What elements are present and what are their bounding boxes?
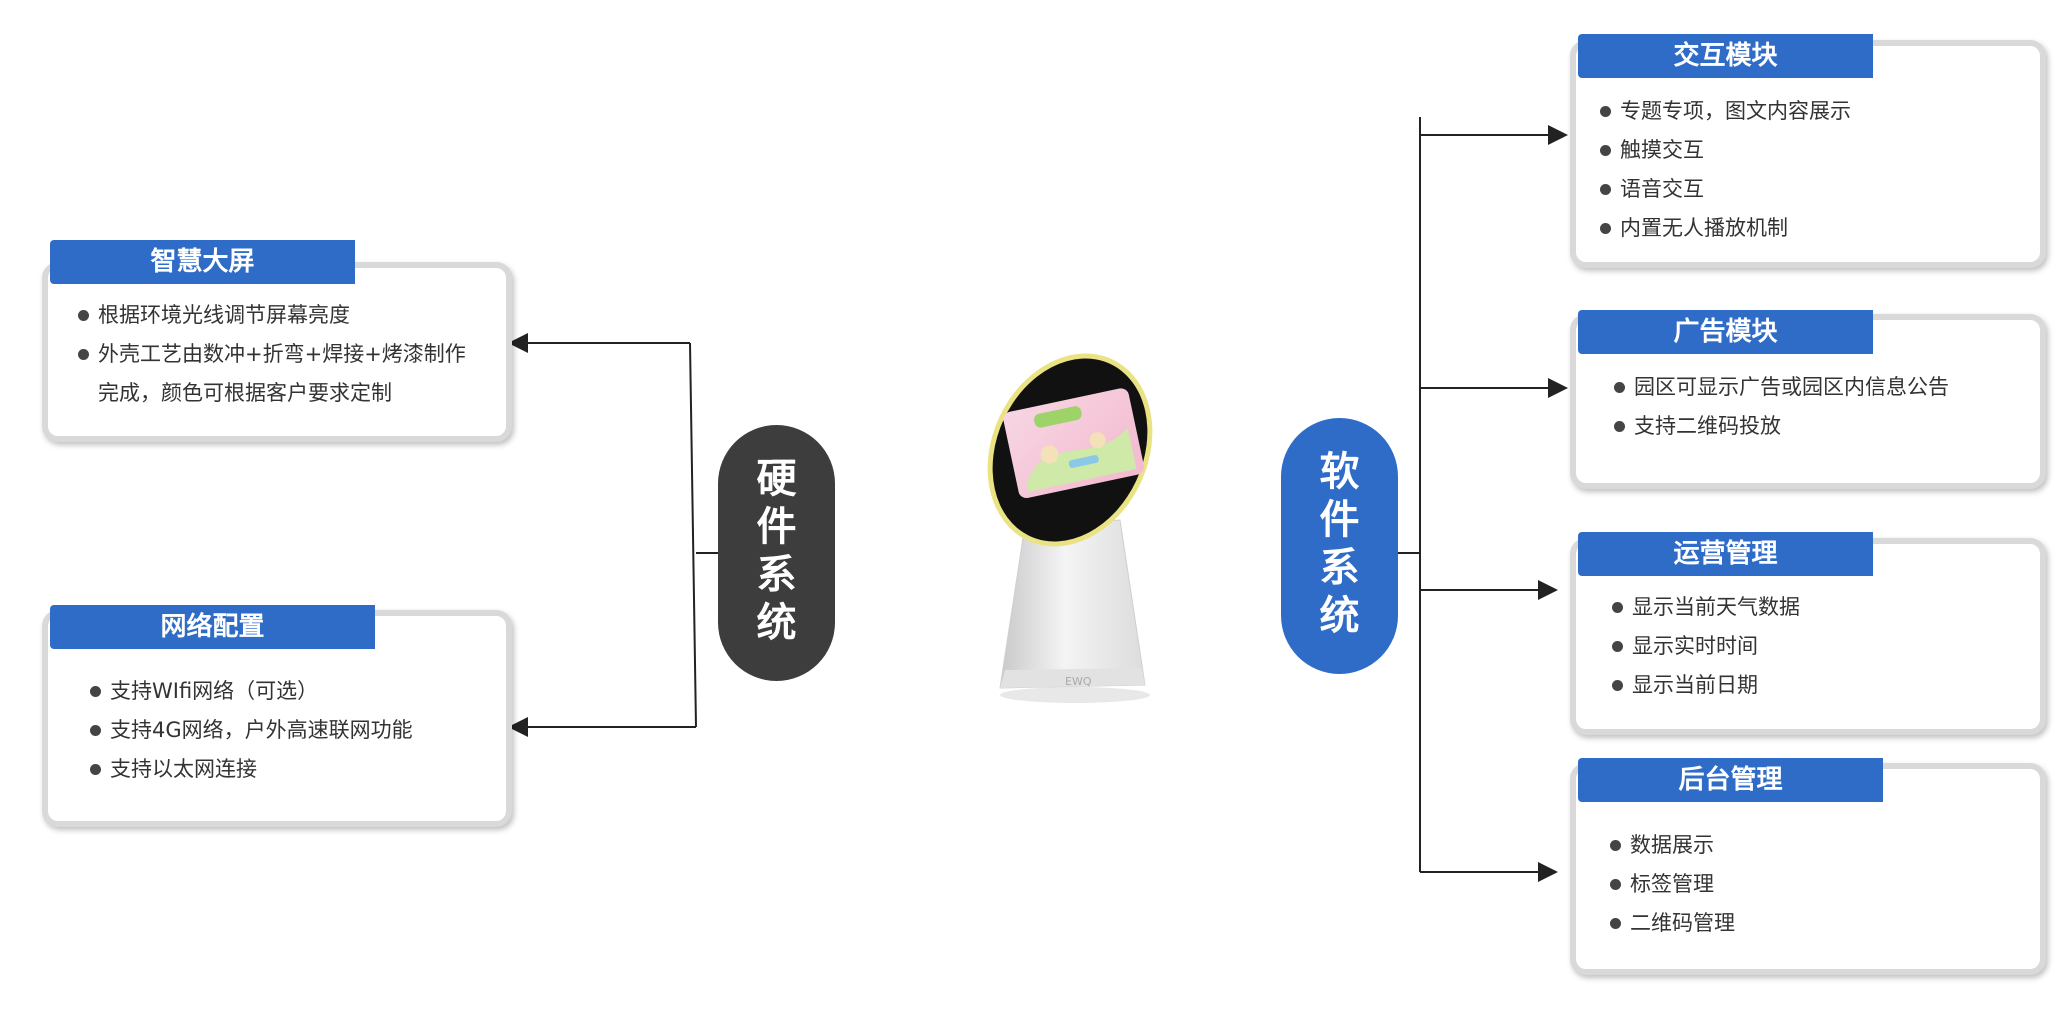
pill-char: 系 — [1319, 545, 1360, 591]
software-connectors — [1372, 117, 1568, 882]
module-title-network: 网络配置 — [50, 605, 375, 649]
list-item: 显示当前日期 — [1612, 666, 1800, 705]
device-brand: EWQ — [1065, 675, 1092, 688]
kiosk-device-image: EWQ — [987, 353, 1153, 703]
module-items-interaction: 专题专项，图文内容展示 触摸交互 语音交互 内置无人播放机制 — [1600, 92, 1851, 248]
list-item-continuation: 完成，颜色可根据客户要求定制 — [98, 381, 392, 405]
pill-char: 统 — [1319, 593, 1360, 639]
list-item: 支持以太网连接 — [90, 750, 413, 789]
module-items-advertising: 园区可显示广告或园区内信息公告 支持二维码投放 — [1614, 368, 1949, 446]
module-items-backend: 数据展示 标签管理 二维码管理 — [1610, 826, 1735, 943]
list-item: 数据展示 — [1610, 826, 1735, 865]
pill-char: 件 — [756, 504, 797, 550]
list-item: 二维码管理 — [1610, 904, 1735, 943]
list-item: 语音交互 — [1600, 170, 1851, 209]
list-item: 专题专项，图文内容展示 — [1600, 92, 1851, 131]
list-item: 支持WIfi网络（可选） — [90, 672, 413, 711]
pill-char: 软 — [1319, 449, 1360, 495]
list-item: 支持4G网络，户外高速联网功能 — [90, 711, 413, 750]
module-title-advertising: 广告模块 — [1578, 310, 1873, 354]
hardware-connectors — [508, 333, 745, 737]
list-item: 园区可显示广告或园区内信息公告 — [1614, 368, 1949, 407]
module-items-smart-screen: 根据环境光线调节屏幕亮度 外壳工艺由数冲+折弯+焊接+烤漆制作 完成，颜色可根据… — [78, 296, 466, 413]
list-item: 标签管理 — [1610, 865, 1735, 904]
module-card-smart-screen — [42, 262, 512, 442]
software-system-pill: 软 件 系 统 — [1281, 418, 1398, 674]
hardware-system-pill: 硬 件 系 统 — [718, 425, 835, 681]
list-item: 显示当前天气数据 — [1612, 588, 1800, 627]
module-title-smart-screen: 智慧大屏 — [50, 240, 355, 284]
list-item: 触摸交互 — [1600, 131, 1851, 170]
pill-char: 系 — [756, 552, 797, 598]
module-title-backend: 后台管理 — [1578, 758, 1883, 802]
module-title-operations: 运营管理 — [1578, 532, 1873, 576]
list-item: 外壳工艺由数冲+折弯+焊接+烤漆制作 — [78, 335, 466, 374]
pill-char: 统 — [756, 600, 797, 646]
list-item: 支持二维码投放 — [1614, 407, 1949, 446]
pill-char: 硬 — [756, 456, 797, 502]
list-item: 内置无人播放机制 — [1600, 209, 1851, 248]
list-item: 根据环境光线调节屏幕亮度 — [78, 296, 466, 335]
module-title-interaction: 交互模块 — [1578, 34, 1873, 78]
pill-char: 件 — [1319, 497, 1360, 543]
list-item: 显示实时时间 — [1612, 627, 1800, 666]
module-items-network: 支持WIfi网络（可选） 支持4G网络，户外高速联网功能 支持以太网连接 — [90, 672, 413, 789]
module-items-operations: 显示当前天气数据 显示实时时间 显示当前日期 — [1612, 588, 1800, 705]
